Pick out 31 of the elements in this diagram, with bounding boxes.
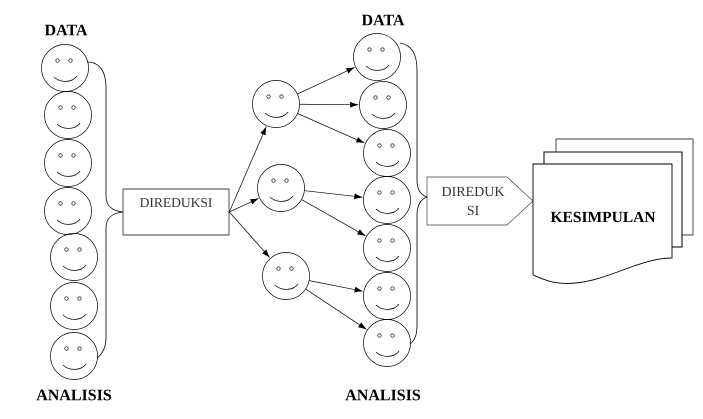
text-box: DIREDUKSI bbox=[122, 188, 230, 236]
smiley-face bbox=[363, 319, 411, 367]
arrow bbox=[301, 199, 366, 236]
arrow bbox=[229, 198, 258, 212]
smiley-face bbox=[44, 91, 92, 139]
smiley-face bbox=[50, 332, 98, 380]
arrow bbox=[297, 67, 354, 94]
smiley-face bbox=[257, 164, 305, 212]
document-stack: KESIMPULAN bbox=[532, 138, 694, 284]
arrow bbox=[297, 113, 364, 144]
arrow bbox=[309, 280, 362, 292]
smiley-face bbox=[363, 129, 411, 177]
smiley-face bbox=[50, 282, 98, 330]
arrow bbox=[300, 102, 358, 108]
smiley-face bbox=[41, 44, 89, 92]
smiley-face bbox=[353, 33, 401, 81]
column-label: ANALISIS bbox=[345, 390, 420, 400]
smiley-face bbox=[44, 139, 92, 187]
smiley-face bbox=[262, 252, 310, 300]
arrow-box: DIREDUK SI bbox=[426, 176, 534, 226]
arrow bbox=[304, 190, 362, 200]
smiley-face bbox=[50, 233, 98, 281]
smiley-face bbox=[252, 80, 300, 128]
smiley-face bbox=[363, 176, 411, 224]
smiley-face bbox=[44, 187, 92, 235]
smiley-face bbox=[359, 81, 407, 129]
smiley-face bbox=[363, 224, 411, 272]
arrow bbox=[229, 212, 270, 258]
smiley-face bbox=[363, 272, 411, 320]
arrow bbox=[229, 127, 266, 212]
arrow bbox=[306, 288, 366, 330]
